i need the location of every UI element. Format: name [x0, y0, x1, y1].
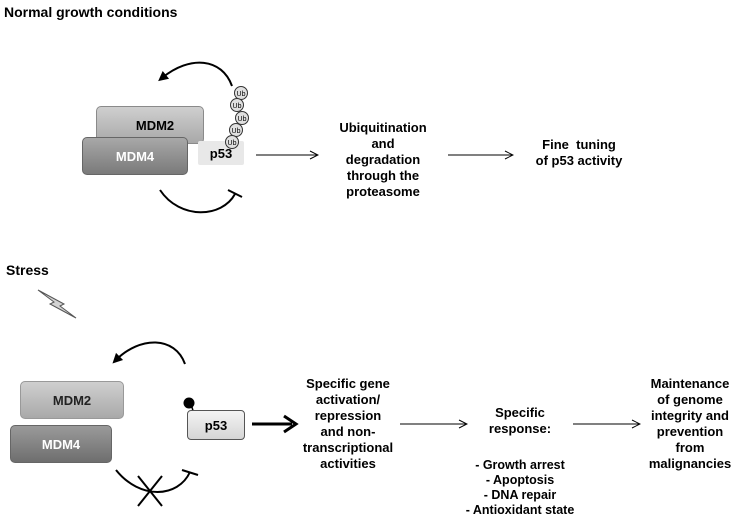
gene-activation-line: activities: [320, 456, 376, 471]
inhibition-bar-normal: [227, 189, 243, 198]
specific-response-line: Specific: [495, 405, 545, 420]
specific-response-line: response:: [488, 421, 552, 436]
ub-label: Ub: [233, 103, 242, 110]
degradation-text: Ubiquitination and degradation through t…: [322, 120, 444, 200]
fine-tuning-text: Fine tuning of p53 activity: [518, 137, 640, 169]
mdm4-box-stress: MDM4: [10, 425, 112, 463]
arrow-p53-to-gene-activation-head: [283, 414, 299, 434]
response-item: - Antioxidant state: [465, 503, 575, 517]
ub-bead: [235, 111, 249, 125]
ub-label: Ub: [228, 140, 237, 147]
maintenance-line: prevention: [656, 424, 724, 439]
p53-label-normal: p53: [209, 145, 233, 161]
inhibition-arc-normal: [159, 189, 236, 214]
p53-box-stress: p53: [187, 410, 245, 440]
mdm2-label-normal: MDM2: [135, 117, 175, 133]
degradation-line: Ubiquitination: [339, 120, 427, 135]
inhibition-bar-stress: [181, 469, 199, 476]
maintenance-line: malignancies: [648, 456, 732, 471]
gene-activation-line: activation/: [315, 392, 381, 407]
gene-activation-text: Specific gene activation/ repression and…: [290, 376, 406, 472]
mdm4-label-normal: MDM4: [115, 148, 155, 164]
phosphorylation-dot-icon: [183, 397, 195, 409]
response-list: - Growth arrest - Apoptosis - DNA repair…: [445, 458, 595, 518]
ub-label: Ub: [237, 91, 246, 98]
degradation-line: through the: [346, 168, 420, 183]
p53-label-stress: p53: [204, 417, 228, 433]
maintenance-line: from: [675, 440, 705, 455]
gene-activation-line: Specific gene: [306, 376, 390, 391]
feedback-arrow-top-stress: [112, 341, 186, 365]
response-item: - Apoptosis: [485, 473, 555, 487]
normal-section-title: Normal growth conditions: [4, 4, 178, 20]
mdm2-box-stress: MDM2: [20, 381, 124, 419]
gene-activation-line: and non-: [320, 424, 376, 439]
specific-response-title: Specific response:: [470, 405, 570, 437]
ub-label: Ub: [232, 128, 241, 135]
maintenance-line: integrity and: [650, 408, 729, 423]
maintenance-text: Maintenance of genome integrity and prev…: [636, 376, 744, 472]
response-item: - DNA repair: [483, 488, 557, 502]
degradation-line: and: [371, 136, 395, 151]
inhibition-arc-stress: [115, 469, 191, 493]
ub-bead: [225, 135, 239, 149]
lightning-icon: [37, 289, 77, 319]
degradation-line: proteasome: [346, 184, 420, 199]
maintenance-line: Maintenance: [650, 376, 730, 391]
gene-activation-line: repression: [314, 408, 382, 423]
block-x-icon: [137, 475, 163, 507]
ub-label: Ub: [238, 116, 247, 123]
ub-bead: [230, 98, 244, 112]
mdm4-box-normal: MDM4: [82, 137, 188, 175]
mdm2-label-stress: MDM2: [52, 392, 92, 408]
mdm4-label-stress: MDM4: [41, 436, 81, 452]
degradation-line: degradation: [345, 152, 421, 167]
feedback-arrow-top-normal: [158, 61, 233, 87]
stress-section-title: Stress: [6, 262, 49, 278]
response-item: - Growth arrest: [475, 458, 565, 472]
gene-activation-line: transcriptional: [302, 440, 394, 455]
fine-tuning-line: of p53 activity: [535, 153, 623, 168]
ubiquitin-chain: Ub Ub Ub Ub Ub: [225, 86, 249, 149]
fine-tuning-line: Fine tuning: [542, 137, 616, 152]
maintenance-line: of genome: [657, 392, 723, 407]
